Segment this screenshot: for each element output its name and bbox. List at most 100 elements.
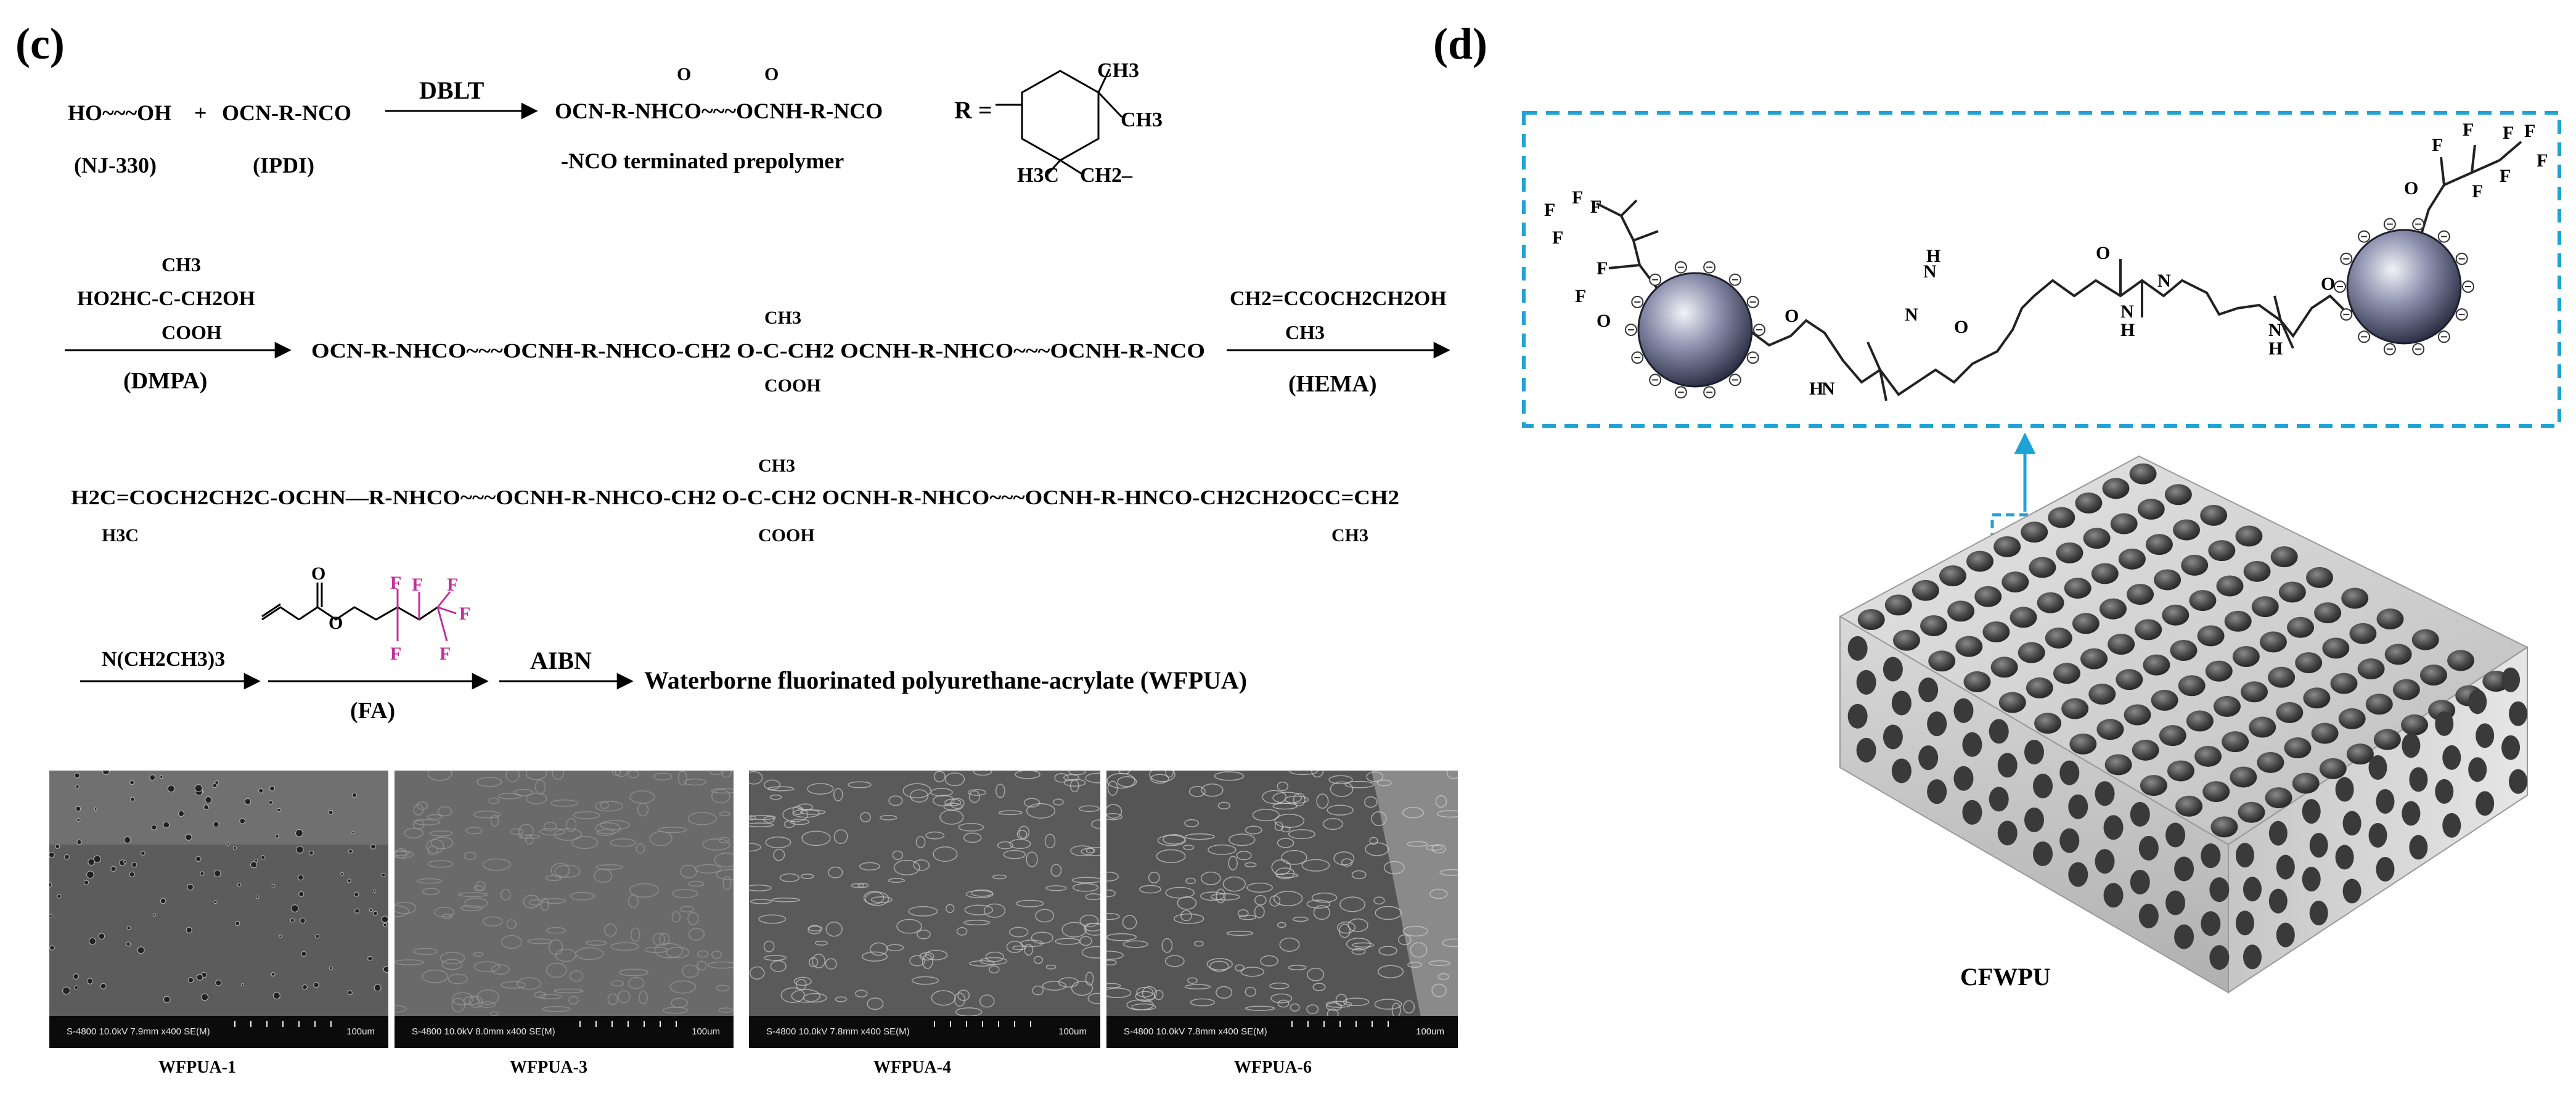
atom-o: O: [2096, 243, 2110, 263]
sem-pore: [160, 775, 163, 779]
sem-pore: [205, 796, 212, 804]
sem-texture: [1085, 772, 1100, 784]
sem-texture: [1071, 877, 1100, 883]
surface-particle: [1892, 629, 1920, 651]
sem-pore: [124, 836, 131, 844]
sem-texture: [771, 897, 801, 902]
sem-texture: [1270, 993, 1293, 1004]
atom-h: H: [1926, 246, 1940, 266]
surface-particle: [2099, 598, 2127, 620]
sem-texture: [426, 838, 444, 854]
sem-texture: [859, 862, 880, 871]
sem-texture: [1183, 845, 1195, 850]
sem-texture: [1277, 999, 1290, 1008]
embedded-particle: [1856, 737, 1876, 763]
surface-particle: [1993, 536, 2021, 557]
surface-particle: [2178, 675, 2206, 697]
hema-formula: CH2=CCOCH2CH2OH: [1230, 287, 1447, 310]
sem-texture: [1306, 899, 1331, 909]
surface-particle: [1974, 586, 2002, 607]
sem-texture: [1375, 906, 1402, 920]
r-ch3-right: CH3: [1121, 108, 1163, 131]
sem-texture: [1383, 861, 1405, 875]
scale-ticks: [934, 1021, 1045, 1027]
surface-particle: [2346, 743, 2374, 765]
sem-texture: [1229, 833, 1256, 846]
sem-texture: [534, 779, 546, 795]
embedded-particle: [2059, 760, 2080, 785]
sem-pore: [354, 908, 360, 914]
sem-texture: [1180, 910, 1192, 922]
sem-texture: [892, 850, 904, 861]
embedded-particle: [2165, 822, 2186, 848]
sem-texture: [1236, 851, 1252, 861]
surface-particle: [1998, 692, 2026, 713]
sem-texture: [833, 829, 848, 845]
atom-f: F: [1575, 286, 1586, 306]
ipdi-label: (IPDI): [253, 153, 314, 178]
sem-texture: [465, 827, 483, 835]
surface-particle: [2295, 652, 2323, 673]
surface-particle: [2159, 725, 2186, 747]
sem-texture: [1058, 977, 1079, 988]
surface-particle: [2154, 569, 2181, 591]
surface-particle: [2249, 716, 2276, 738]
sem-texture: [1214, 771, 1245, 781]
embedded-particle: [1989, 719, 2009, 744]
fa-o-carbonyl: O: [311, 563, 325, 584]
block-right-particles: [2235, 667, 2528, 970]
sem-pore: [83, 880, 89, 885]
sem-texture: [477, 1001, 496, 1008]
sem-texture: [716, 984, 730, 992]
sem-texture: [1307, 967, 1325, 981]
sem-texture: [600, 801, 609, 809]
surface-particle: [2181, 554, 2209, 576]
sem-pore: [369, 908, 373, 912]
sem-parameters: S-4800 10.0kV 7.8mm x400 SE(M): [766, 1026, 910, 1037]
sem-texture: [1009, 838, 1031, 849]
surface-particle: [2018, 642, 2045, 663]
embedded-particle: [2302, 799, 2321, 824]
sem-texture: [1184, 984, 1211, 989]
sem-pore: [351, 830, 355, 835]
sem-texture: [1403, 1000, 1415, 1013]
surface-particle: [2197, 625, 2225, 647]
sem-texture: [548, 939, 563, 956]
embedded-particle: [2201, 911, 2221, 936]
sem-texture: [1031, 931, 1053, 944]
surface-particle: [2213, 695, 2241, 717]
sem-texture: [1020, 939, 1044, 948]
sem-texture: [1061, 922, 1087, 938]
sem-texture: [968, 790, 980, 803]
sem-texture: [1200, 891, 1225, 901]
sem-texture: [1378, 946, 1397, 956]
surface-particle: [2287, 616, 2315, 638]
surface-particle: [2118, 548, 2146, 570]
nj330-label: (NJ-330): [74, 153, 157, 178]
surface-particle: [2284, 737, 2312, 759]
sem-pore: [152, 913, 157, 917]
sem-texture: [1377, 965, 1404, 978]
sem-texture: [1246, 882, 1273, 893]
sem-pore: [215, 980, 222, 986]
sem-texture: [618, 968, 649, 976]
sem-pore: [129, 871, 135, 877]
step2-product-ch3: CH3: [764, 308, 801, 328]
sem-texture: [636, 843, 645, 854]
sem-pore: [75, 806, 81, 812]
sem-pore: [123, 860, 127, 864]
sem-texture: [1087, 993, 1100, 1004]
surface-particle: [2010, 607, 2037, 628]
sem-texture: [1177, 896, 1197, 910]
sem-texture: [915, 836, 926, 848]
sem-texture: [599, 820, 630, 830]
sem-pore: [381, 915, 388, 923]
sem-pore: [295, 829, 303, 837]
sem-texture: [808, 925, 823, 931]
surface-particle: [2072, 613, 2100, 634]
sem-pore: [76, 839, 82, 845]
sem-texture: [1086, 848, 1095, 854]
sem-texture: [653, 772, 673, 781]
sem-pore: [298, 891, 305, 897]
sem-texture: [1311, 771, 1324, 778]
